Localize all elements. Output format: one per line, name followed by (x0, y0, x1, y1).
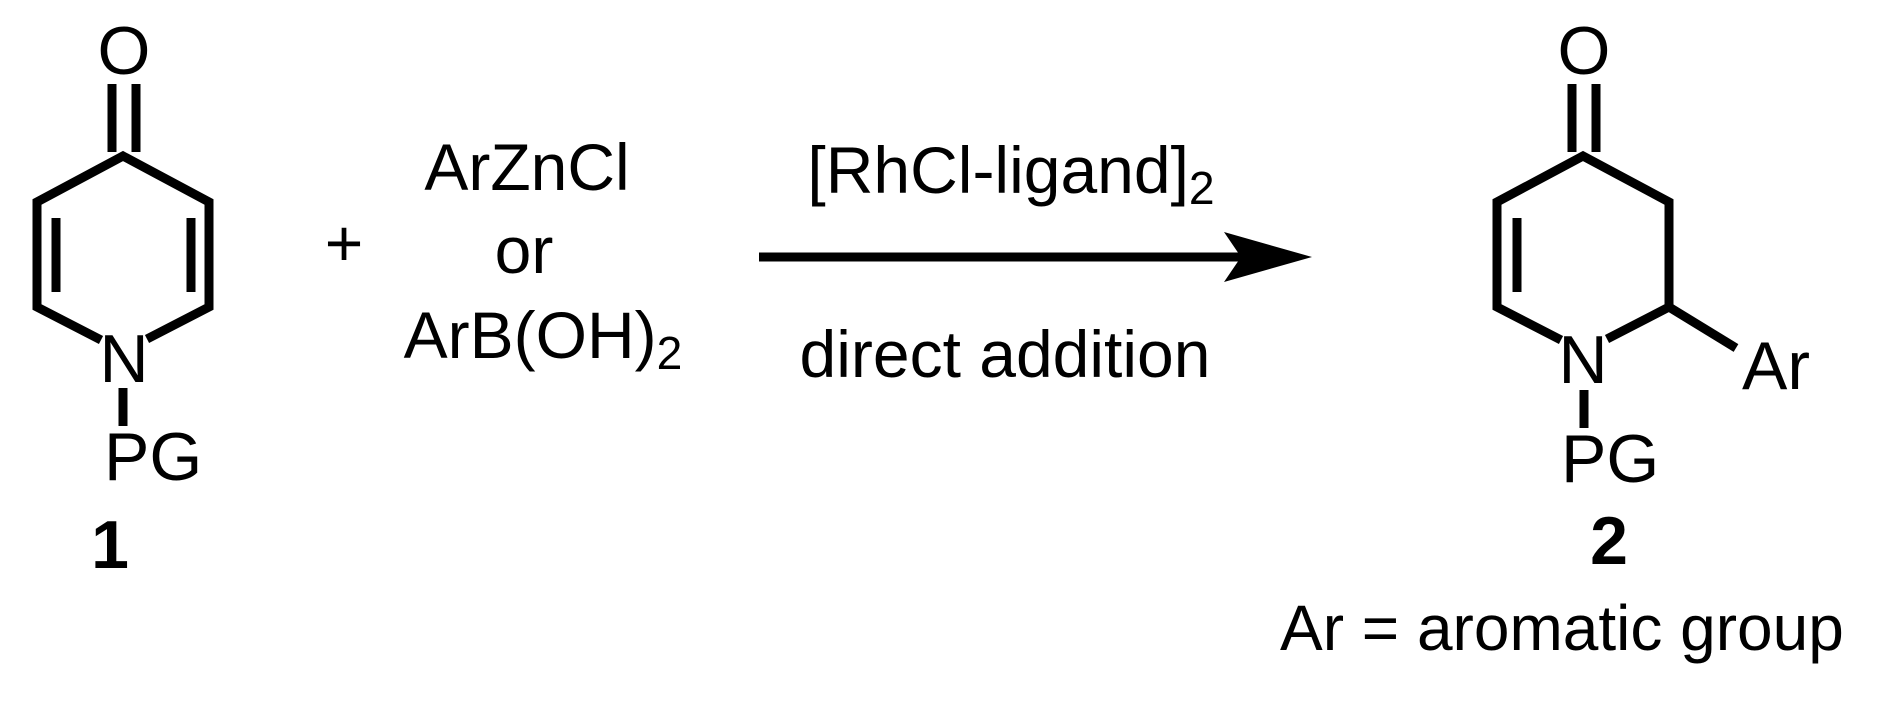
product-ar-label: Ar (1742, 328, 1810, 404)
product-pg-label: PG (1561, 421, 1660, 497)
reactant-carbonyl-double-bond (107, 84, 141, 152)
reagent-arboh2-subscript: 2 (656, 327, 683, 380)
product-nitrogen-label: N (1558, 322, 1608, 398)
reactant-nitrogen-label: N (99, 321, 149, 397)
reactant-ring-bonds (32, 150, 214, 344)
conditions-direct-addition-label: direct addition (799, 317, 1211, 391)
conditions-catalyst-label: [RhCl-ligand]2 (807, 137, 1214, 211)
reagent-arzncl-label: ArZnCl (424, 130, 630, 204)
reactant-number: 1 (91, 507, 129, 583)
reagent-arboh2-label: ArB(OH)2 (404, 302, 683, 376)
product-ring-bonds (1492, 150, 1674, 344)
reactant-oxygen-label: O (97, 13, 151, 89)
reactant-pg-label: PG (104, 419, 203, 495)
reagent-arboh2-base: ArB(OH) (403, 298, 657, 372)
reagent-or-label: or (494, 213, 554, 287)
reaction-arrow-head (1224, 232, 1312, 282)
product-oxygen-label: O (1557, 13, 1611, 89)
product-carbonyl-double-bond (1567, 84, 1601, 152)
product-ar-bond (1666, 303, 1739, 352)
plus-sign: + (324, 206, 364, 280)
product-number: 2 (1590, 503, 1628, 579)
footnote-ar-definition: Ar = aromatic group (1280, 592, 1844, 664)
conditions-catalyst-subscript: 2 (1188, 162, 1215, 215)
conditions-catalyst-base: [RhCl-ligand] (807, 133, 1189, 207)
